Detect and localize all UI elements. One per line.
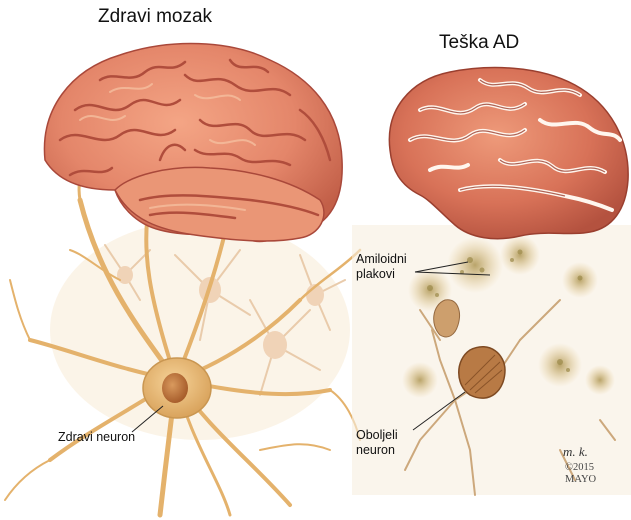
- sick-neuron-label-line2: neuron: [356, 443, 395, 458]
- sick-neuron-small: [434, 300, 460, 337]
- sick-neuron-label-line1: Oboljeli: [356, 428, 398, 443]
- plaques-label-line2: plakovi: [356, 267, 395, 282]
- artist-signature: m. k.: [563, 444, 588, 460]
- healthy-neuron-nucleus: [162, 373, 188, 403]
- severe-ad-title: Teška AD: [439, 32, 519, 54]
- copyright-year: ©2015: [565, 462, 594, 474]
- plaques-label-line1: Amiloidni: [356, 252, 407, 267]
- sick-neuron: [459, 347, 505, 398]
- healthy-brain: [44, 44, 342, 242]
- atrophied-brain: [389, 68, 628, 239]
- healthy-neuron-label: Zdravi neuron: [58, 430, 135, 445]
- healthy-brain-title: Zdravi mozak: [98, 6, 212, 28]
- copyright-org: MAYO: [565, 474, 596, 486]
